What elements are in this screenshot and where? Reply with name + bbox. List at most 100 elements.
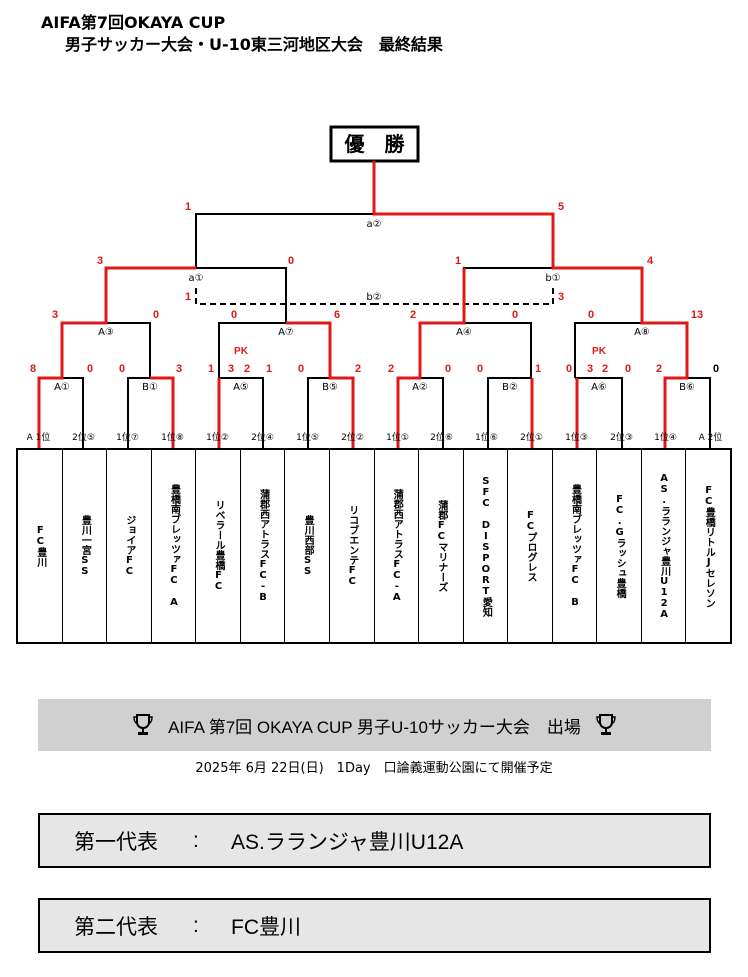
seed-label: 1位⑧ [161, 433, 184, 443]
seed-label: 1位④ [654, 433, 677, 443]
line-qf3-right [464, 322, 532, 378]
score-semi1-right: 0 [288, 255, 294, 267]
team-cell: 蒲郡FCマリナーズ [419, 450, 464, 642]
seed-label: 1位⑤ [296, 433, 319, 443]
seed-label: 2位⑥ [430, 433, 453, 443]
trophy-icon [133, 714, 153, 735]
score-qf4-left: 0 [588, 309, 594, 321]
match-label-r3: A⑤ [233, 382, 249, 393]
score-r6-right: 1 [535, 363, 541, 375]
rep-label: 第一代表 [74, 830, 158, 854]
seed-label: 2位④ [251, 433, 274, 443]
match-label-qf4: A⑧ [634, 327, 650, 338]
score-r1-left: 8 [30, 363, 36, 375]
score-r5-right: 0 [445, 363, 451, 375]
first-representative: 第一代表 : AS.ラランジャ豊川U12A [38, 813, 711, 868]
pk-label-r7: PK [592, 346, 607, 357]
team-cell: SFC DISPORT愛知 [464, 450, 509, 642]
seed-label: 2位② [341, 433, 364, 443]
line-r3-right [219, 377, 264, 450]
team-cell: FC.Gラッシュ豊橋 [597, 450, 642, 642]
rep-team: FC豊川 [231, 915, 301, 939]
team-name: 蒲郡FCマリナーズ [435, 500, 447, 592]
seed-label: 1位③ [565, 433, 588, 443]
line-final-left [195, 213, 374, 268]
line-qf2-left [218, 322, 286, 378]
team-cell: 豊川一宮SS [63, 450, 108, 642]
line-qf4-left [574, 322, 642, 378]
score-third-left: 1 [185, 291, 191, 303]
line-third-left [195, 288, 374, 305]
team-name: FC豊川 [34, 525, 46, 567]
rep-team: AS.ラランジャ豊川U12A [231, 830, 464, 854]
seed-label: 1位① [386, 433, 409, 443]
line-winner-r5 [396, 268, 466, 450]
team-cell: AS.ラランジャ豊川U12A [642, 450, 687, 642]
seed-label: 1位⑦ [116, 433, 139, 443]
third-place-lines [195, 288, 554, 305]
seed-label: A 2位 [698, 433, 723, 443]
match-label-qf3: A④ [456, 327, 472, 338]
team-cell: ジョイアFC [107, 450, 152, 642]
rep-colon: : [193, 913, 199, 937]
pk-label-r3: PK [234, 346, 249, 357]
score-semi1-left: 3 [97, 255, 103, 267]
team-name: FC.Gラッシュ豊橋 [614, 494, 626, 598]
team-name: リベラール豊橋FC [213, 500, 225, 592]
score-r4-right: 2 [355, 363, 361, 375]
match-label-third: b② [366, 292, 381, 303]
pk-score-r3-right: 2 [244, 363, 250, 375]
score-semi2-right: 4 [647, 255, 654, 267]
bracket-loser-lines [62, 213, 711, 450]
match-label-r7: A⑥ [591, 382, 607, 393]
line-r8-right [687, 377, 711, 450]
line-qf1-right [106, 322, 151, 378]
rep-label: 第二代表 [74, 915, 158, 939]
team-cell: FC豊橋リトルJセレソン [686, 450, 730, 642]
seed-label: 2位① [520, 433, 543, 443]
team-name: 豊川一宮SS [79, 515, 91, 577]
match-label-r2: B① [142, 382, 158, 393]
team-name: 豊川西部SS [302, 515, 314, 577]
score-semi2-left: 1 [455, 255, 461, 267]
pk-score-r3-left: 3 [228, 363, 234, 375]
line-winner-r4 [286, 321, 355, 450]
line-r6-left [487, 377, 531, 450]
team-name: ジョイアFC [123, 515, 135, 577]
match-label-qf1: A③ [98, 327, 114, 338]
rep-colon: : [193, 828, 199, 852]
line-r2-left [127, 377, 150, 450]
event-schedule: 2025年 6月 22日(日) 1Day 口論義運動公園にて開催予定 [195, 761, 553, 776]
second-representative: 第二代表 : FC豊川 [38, 898, 711, 953]
line-third-right [374, 288, 554, 305]
score-third-right: 3 [558, 291, 564, 303]
score-r2-right: 3 [176, 363, 182, 375]
line-r4-left [307, 377, 330, 450]
score-r3-left: 1 [208, 363, 214, 375]
pk-score-r7-left: 3 [587, 363, 593, 375]
match-label-qf2: A⑦ [278, 327, 294, 338]
score-r5-left: 2 [388, 363, 394, 375]
line-r5-right [420, 377, 444, 450]
match-label-final: a② [366, 219, 381, 230]
seed-label: A 1位 [26, 433, 51, 443]
event-banner: AIFA 第7回 OKAYA CUP 男子U-10サッカー大会 出場 [38, 699, 711, 751]
trophy-icon [596, 714, 616, 735]
line-winner-r2 [150, 376, 175, 450]
bracket-winner-lines [37, 161, 689, 450]
match-label-r1: A① [54, 382, 70, 393]
line-r7-right [575, 377, 623, 450]
score-r3-right: 1 [266, 363, 272, 375]
seed-label: 2位⑤ [72, 433, 95, 443]
line-sf2-left [463, 267, 553, 323]
team-cell: FCプログレス [508, 450, 553, 642]
team-cell: 豊橋南ブレッツァFC B [553, 450, 598, 642]
champion-label: 優 勝 [344, 132, 406, 156]
score-qf4-right: 13 [691, 309, 703, 321]
team-cell: 豊橋南ブレッツァFC A [152, 450, 197, 642]
team-cell: リベラール豊橋FC [196, 450, 241, 642]
team-name: リコブエンテFC [346, 505, 358, 587]
score-qf1-left: 3 [52, 309, 58, 321]
score-r6-left: 0 [477, 363, 483, 375]
seed-label: 1位② [206, 433, 229, 443]
